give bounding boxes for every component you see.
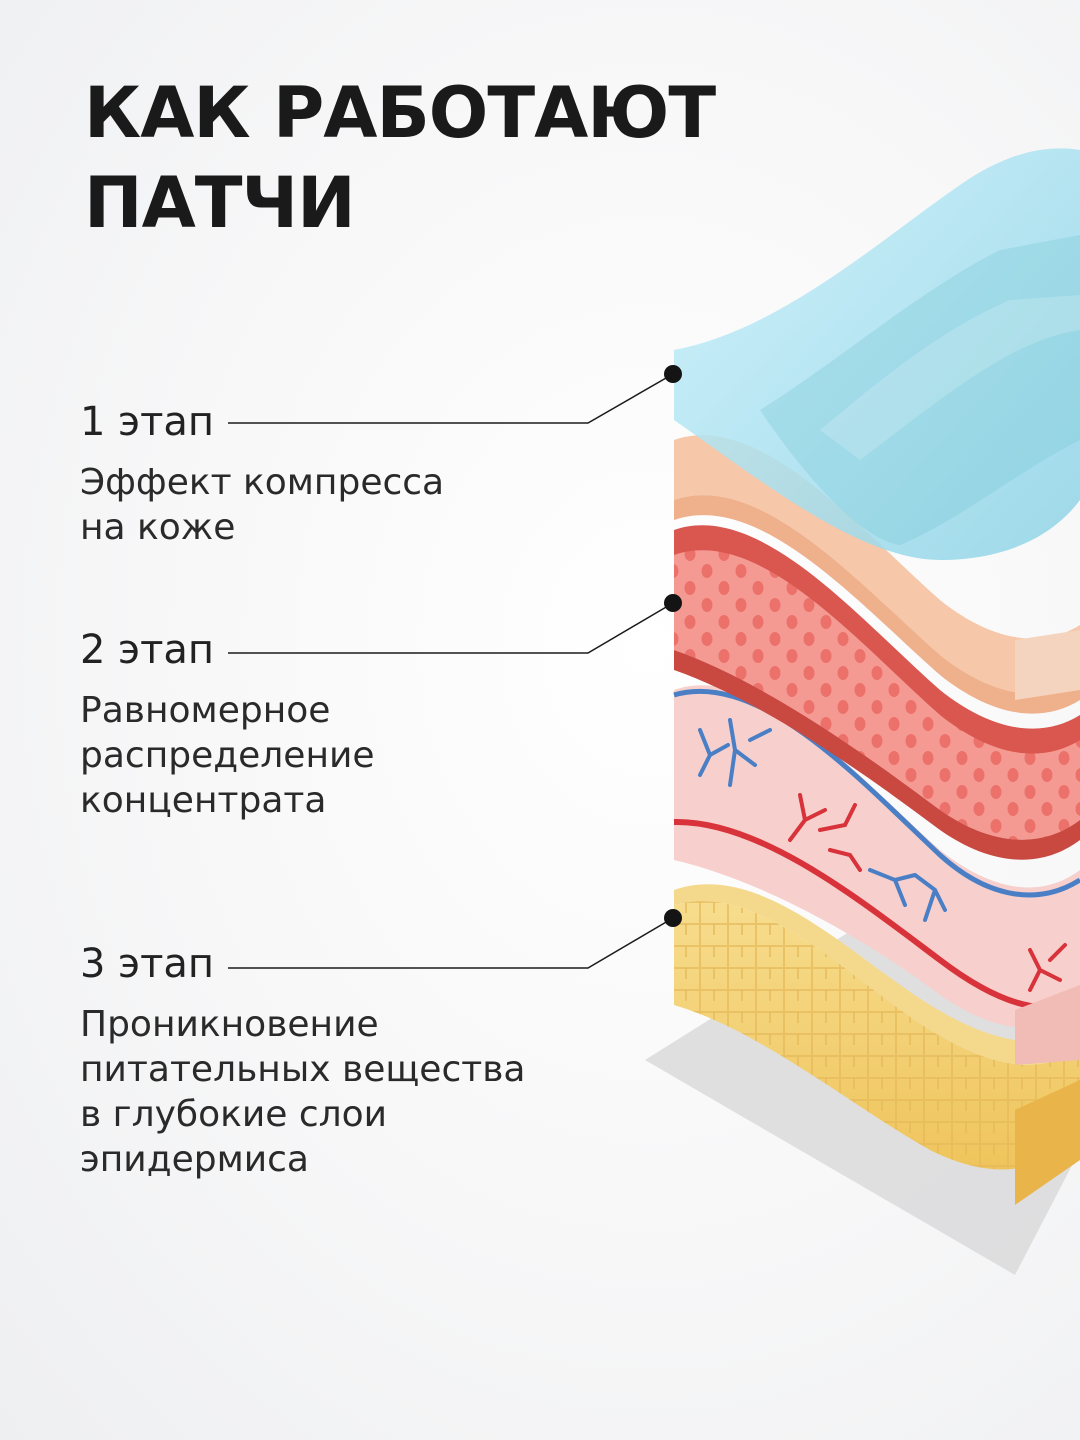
- callout-line-2: [228, 602, 674, 654]
- stage-1-description: Эффект компресса на коже: [80, 460, 600, 550]
- stage-1-desc-line: на коже: [80, 507, 236, 548]
- stage-1-label: 1 этап: [80, 399, 215, 445]
- callout-line-3: [228, 917, 674, 969]
- stage-3-desc-line: в глубокие слои: [80, 1094, 388, 1135]
- stage-2-desc-line: Равномерное: [80, 690, 331, 731]
- callout-dot-1: [664, 365, 682, 383]
- stage-2-label: 2 этап: [80, 627, 215, 673]
- stage-1-desc-line: Эффект компресса: [80, 462, 445, 503]
- callout-dot-2: [664, 594, 682, 612]
- stage-2-description: Равномерное распределение концентрата: [80, 688, 600, 823]
- stage-3-description: Проникновение питательных вещества в глу…: [80, 1002, 600, 1182]
- stage-2-desc-line: концентрата: [80, 780, 327, 821]
- fat-layer: [674, 884, 1080, 1205]
- callout-line-1: [228, 373, 674, 424]
- stage-1: 1 этап Эффект компресса на коже: [80, 398, 600, 550]
- stage-2-desc-line: распределение: [80, 735, 375, 776]
- title-line-1: КАК РАБОТАЮТ: [84, 72, 716, 154]
- skin-surface-layer: [674, 435, 1080, 714]
- patch-layer: [674, 148, 1080, 561]
- page-title: КАК РАБОТАЮТ ПАТЧИ: [84, 68, 784, 248]
- stage-3-desc-line: Проникновение: [80, 1004, 379, 1045]
- stage-3: 3 этап Проникновение питательных веществ…: [80, 940, 600, 1182]
- stage-3-desc-line: питательных вещества: [80, 1049, 526, 1090]
- callout-lines: [228, 373, 674, 969]
- stage-3-label: 3 этап: [80, 941, 215, 987]
- epidermis-dotted-layer: [674, 525, 1080, 860]
- callout-dot-3: [664, 909, 682, 927]
- stage-2: 2 этап Равномерное распределение концент…: [80, 626, 600, 823]
- title-line-2: ПАТЧИ: [84, 162, 356, 244]
- stage-3-desc-line: эпидермиса: [80, 1139, 309, 1180]
